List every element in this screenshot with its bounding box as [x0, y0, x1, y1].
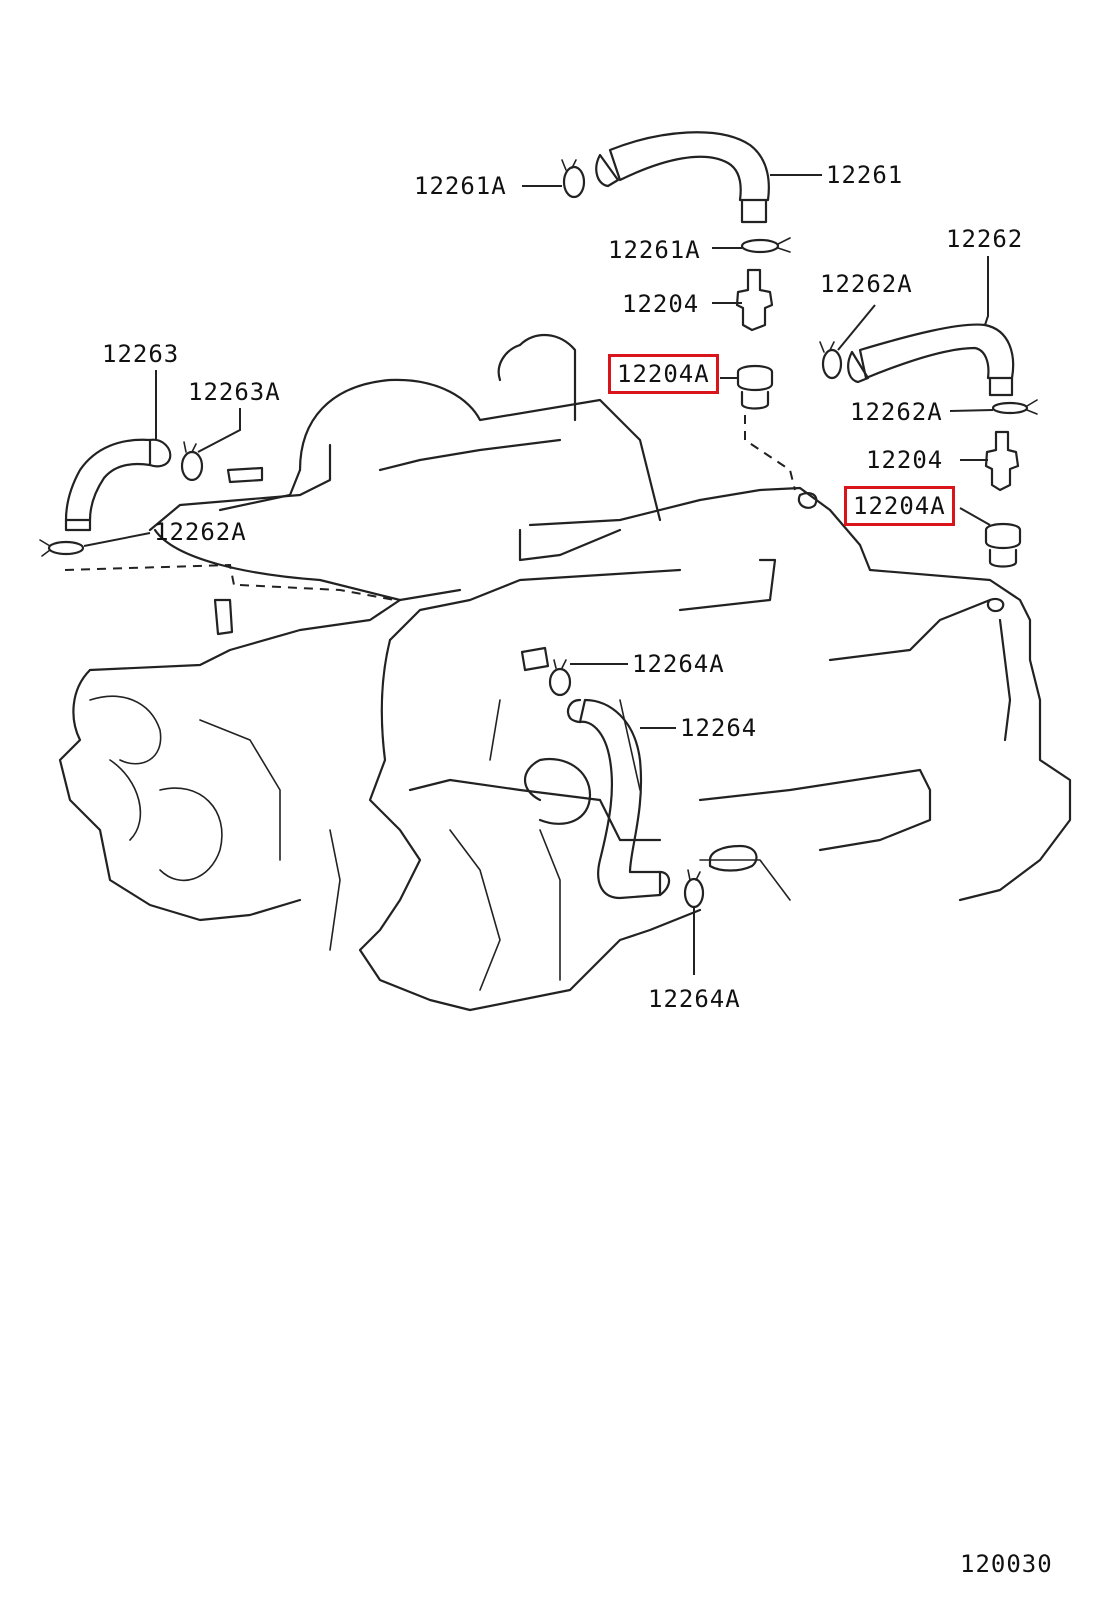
hose-12264 [566, 698, 671, 900]
clamp-12262a-mid [991, 399, 1038, 415]
clamp-12261a-mid [740, 237, 791, 254]
callout-12261a-mid: 12261A [608, 236, 701, 264]
callout-12262a-mid: 12262A [850, 398, 943, 426]
callout-12261: 12261 [826, 161, 904, 189]
clamp-12262a-left [39, 539, 85, 557]
grommet-12204a-lower [984, 522, 1022, 568]
figure-number: 120030 [960, 1550, 1053, 1578]
callout-12204a-lower: 12204A [844, 486, 955, 526]
clamp-12264a-lower [683, 869, 705, 909]
clamp-12263a [180, 441, 204, 482]
grommet-12204a-upper [736, 364, 774, 410]
clamp-12261a-top [561, 159, 586, 199]
hose-12262 [847, 323, 1015, 397]
callout-12264a-lower: 12264A [648, 985, 741, 1013]
callout-12262a-left: 12262A [154, 518, 247, 546]
callout-12204a-upper: 12204A [608, 354, 719, 394]
pcv-valve-12204-lower [984, 430, 1020, 492]
clamp-12264a-upper [548, 659, 572, 697]
leader-lines [83, 174, 994, 975]
callout-12264a-upper: 12264A [632, 650, 725, 678]
callout-12261a-top: 12261A [414, 172, 507, 200]
callout-12262: 12262 [946, 225, 1024, 253]
pcv-valve-12204-upper [735, 268, 774, 332]
callout-12204-upper: 12204 [622, 290, 700, 318]
hose-12261 [595, 131, 770, 224]
callout-12263: 12263 [102, 340, 180, 368]
callout-12263a: 12263A [188, 378, 281, 406]
engine-assembly [58, 333, 1072, 1012]
callout-12204-lower: 12204 [866, 446, 944, 474]
callout-12264: 12264 [680, 714, 758, 742]
hose-12263 [64, 438, 172, 532]
clamp-12262a-upper [819, 341, 843, 380]
callout-12262a-upper: 12262A [820, 270, 913, 298]
